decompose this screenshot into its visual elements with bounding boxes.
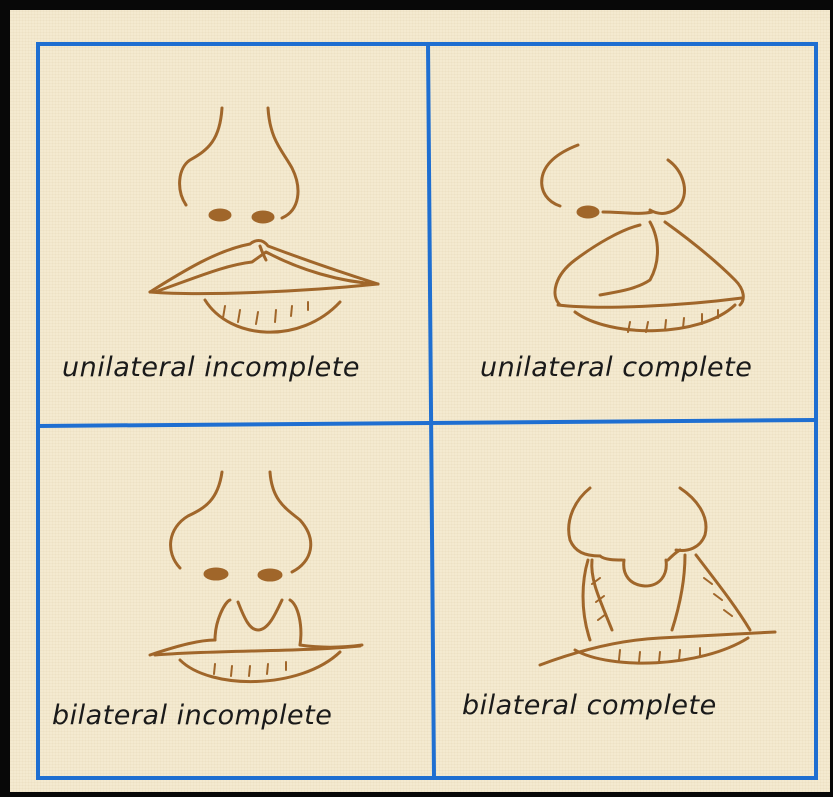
nostril-right-edge (668, 550, 680, 560)
prolabium (238, 600, 282, 630)
nostril-left-edge (600, 556, 622, 560)
label-unilateral-incomplete: unilateral incomplete (62, 352, 360, 383)
nostril-right (258, 569, 282, 581)
cleft-left-outer (583, 560, 590, 640)
lower-lip (575, 638, 748, 663)
nose-right-outline (676, 488, 706, 550)
label-bilateral-complete: bilateral complete (462, 690, 717, 721)
cleft-middle-segment (600, 222, 658, 295)
nostril-right (252, 211, 274, 223)
cleft-right-edge (665, 222, 743, 305)
nasal-sill (603, 212, 652, 213)
cleft-right-edge (672, 555, 685, 630)
cleft-left-edge (592, 560, 612, 630)
mouth-line (155, 646, 360, 655)
lower-lip (205, 300, 340, 332)
nose-left-outline (569, 488, 600, 556)
nose-left-outline (180, 108, 222, 205)
nose-left-outline (171, 472, 222, 568)
nose-right-outline (268, 108, 298, 218)
nostril-left (204, 568, 228, 580)
upper-lip-outer (150, 241, 378, 293)
nostril-left (577, 206, 599, 218)
drawing-bilateral-incomplete (150, 472, 362, 682)
panel-grid (38, 44, 816, 778)
prolabium (624, 560, 667, 586)
label-bilateral-incomplete: bilateral incomplete (52, 700, 332, 731)
nose-right-outline (270, 472, 311, 572)
lower-lip (180, 652, 340, 682)
grid-vertical-divider (428, 44, 434, 778)
cleft-right-outer (290, 600, 301, 645)
label-unilateral-complete: unilateral complete (480, 352, 752, 383)
lip-hatching (223, 302, 308, 324)
lower-lip (575, 305, 735, 331)
drawing-bilateral-complete (540, 488, 775, 665)
drawing-unilateral-incomplete (150, 108, 378, 332)
grid-horizontal-divider (38, 420, 816, 426)
cleft-right-outer (696, 555, 750, 630)
mouth-line (540, 632, 775, 665)
cleft-left-outer (215, 600, 230, 640)
lip-hatching (214, 662, 286, 676)
nostril-left (209, 209, 231, 221)
cleft-left-edge (555, 225, 640, 305)
nose-right-outline (650, 160, 684, 213)
mouth-line (558, 298, 742, 307)
mouth-line (150, 284, 378, 294)
drawing-unilateral-complete (542, 145, 744, 332)
cleft-hatching (592, 578, 732, 620)
nose-left-outline (542, 145, 578, 206)
